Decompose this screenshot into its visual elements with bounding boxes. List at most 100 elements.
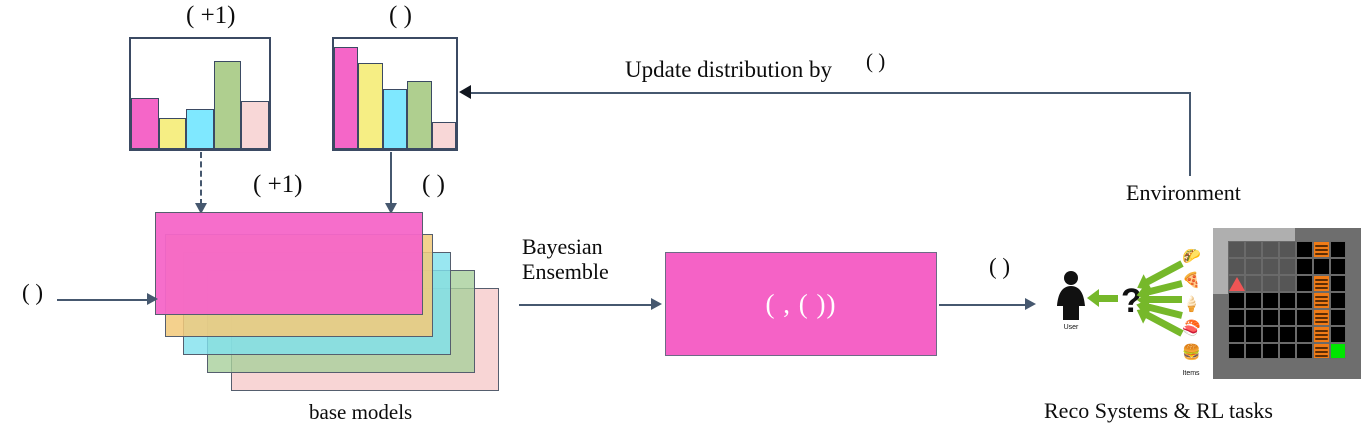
item-burger-drink-icon: 🍔 — [1182, 345, 1201, 361]
env-cell — [1245, 258, 1262, 275]
env-cell — [1296, 258, 1313, 275]
update-distribution-arg: ( ) — [866, 49, 886, 73]
env-goal-tile — [1330, 343, 1346, 359]
hist-left-to-cards-arrowhead — [195, 203, 207, 214]
reco-caption: Reco Systems & RL tasks — [1044, 398, 1273, 423]
histogram-bars — [334, 39, 457, 149]
ensemble-output-text: ( , ( )) — [765, 288, 837, 319]
env-cell — [1228, 326, 1245, 343]
env-cell — [1330, 292, 1346, 309]
env-cell — [1279, 343, 1296, 359]
env-cell — [1296, 343, 1313, 359]
posterior-histogram-current — [332, 37, 458, 151]
env-lava-tile — [1313, 343, 1330, 359]
env-cell — [1262, 326, 1279, 343]
feedback-line-horizontal — [470, 92, 1190, 94]
env-cell — [1262, 343, 1279, 359]
hist-bar-4 — [407, 80, 432, 149]
env-lava-tile — [1313, 309, 1330, 326]
env-cell — [1245, 326, 1262, 343]
action-arrow-line — [939, 304, 1027, 306]
env-cell — [1245, 241, 1262, 258]
cards-right-label: ( ) — [422, 171, 445, 198]
env-lava-tile — [1313, 275, 1330, 292]
user-icon — [1054, 270, 1088, 327]
hist-bar-5 — [431, 121, 457, 149]
env-cell — [1228, 309, 1245, 326]
posterior-histogram-next — [129, 37, 271, 151]
rl-environment-gridworld — [1213, 228, 1361, 379]
env-cell — [1296, 241, 1313, 258]
hist-right-to-cards-line — [390, 152, 392, 205]
hist-bar-2 — [158, 118, 187, 149]
hist-right-title: ( ) — [389, 2, 412, 29]
item-ice-cream-icon: 🍦 — [1182, 297, 1201, 313]
env-cell — [1228, 258, 1245, 275]
env-cell — [1330, 258, 1346, 275]
input-label: ( ) — [22, 280, 44, 305]
hist-left-title: ( +1) — [186, 2, 236, 29]
input-arrow-line — [57, 299, 149, 301]
ensemble-output-box: ( , ( )) — [665, 252, 937, 356]
hist-bar-4 — [213, 61, 242, 149]
env-cell — [1279, 292, 1296, 309]
input-arrowhead — [147, 293, 158, 305]
env-cell — [1279, 326, 1296, 343]
env-cell — [1296, 275, 1313, 292]
env-lava-tile — [1313, 241, 1330, 258]
action-arrowhead — [1025, 298, 1036, 310]
hist-left-to-cards-dashed-line — [200, 152, 202, 205]
env-cell — [1245, 275, 1262, 292]
env-cell — [1262, 241, 1279, 258]
env-cell — [1262, 258, 1279, 275]
env-agent-triangle — [1229, 277, 1245, 291]
env-cell — [1228, 292, 1245, 309]
env-cell — [1330, 309, 1346, 326]
env-cell — [1279, 309, 1296, 326]
env-lava-tile — [1313, 292, 1330, 309]
hist-right-to-cards-arrowhead — [385, 203, 397, 214]
item-arrow-icecream — [1148, 296, 1182, 303]
user-label: User — [1063, 324, 1079, 331]
env-grid — [1228, 241, 1346, 359]
env-cell — [1262, 275, 1279, 292]
update-distribution-label: Update distribution by — [625, 57, 832, 82]
env-cell — [1245, 343, 1262, 359]
env-cell — [1279, 275, 1296, 292]
env-cell — [1245, 292, 1262, 309]
env-cell — [1296, 309, 1313, 326]
histogram-bars — [131, 39, 269, 149]
env-cell — [1296, 326, 1313, 343]
cards-left-label: ( +1) — [253, 171, 303, 198]
env-cell — [1279, 241, 1296, 258]
recommendation-arrow-to-user — [1087, 289, 1118, 307]
reco-cluster: User ? 🌮 🍕 🍦 🍣 🍔 Items — [1040, 250, 1201, 387]
bayesian-ensemble-label-line2: Ensemble — [522, 259, 609, 284]
base-model-card-1 — [155, 212, 423, 315]
env-cell — [1279, 258, 1296, 275]
env-cell — [1228, 241, 1245, 258]
hist-bar-3 — [186, 109, 214, 149]
bayesian-ensemble-arrowhead — [651, 298, 662, 310]
env-cell — [1330, 275, 1346, 292]
env-cell — [1262, 309, 1279, 326]
bayesian-ensemble-label-line1: Bayesian — [522, 234, 603, 259]
env-lava-tile — [1313, 326, 1330, 343]
env-cell — [1296, 292, 1313, 309]
item-sushi-icon: 🍣 — [1182, 321, 1201, 337]
hist-bar-1 — [131, 98, 159, 149]
base-models-caption: base models — [309, 400, 413, 424]
hist-bar-3 — [382, 88, 408, 149]
bayesian-ensemble-arrow-line — [519, 304, 653, 306]
env-cell — [1313, 258, 1330, 275]
hist-bar-2 — [358, 63, 383, 149]
environment-label: Environment — [1126, 180, 1241, 205]
action-label: ( ) — [989, 254, 1011, 279]
item-pizza-icon: 🍕 — [1182, 273, 1201, 289]
env-cell — [1245, 309, 1262, 326]
hist-bar-5 — [241, 100, 269, 149]
hist-bar-1 — [334, 46, 359, 149]
feedback-line-vertical — [1189, 92, 1191, 176]
env-cell — [1330, 326, 1346, 343]
